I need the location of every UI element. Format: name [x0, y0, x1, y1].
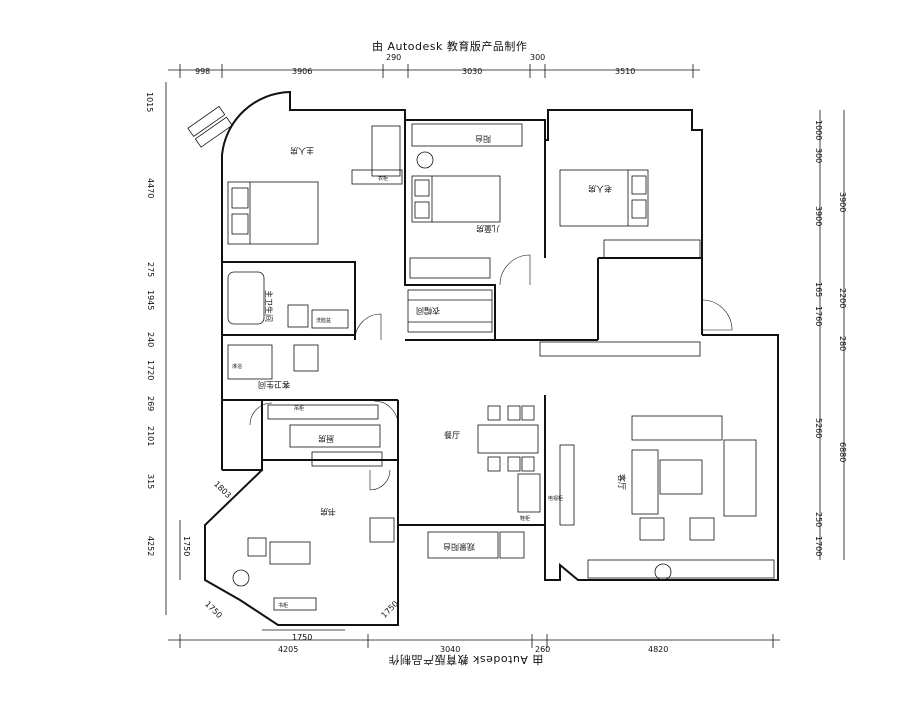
tv-cabinet	[559, 444, 575, 526]
dim-right-outer-1: 2200	[838, 288, 847, 308]
study-desk	[269, 541, 311, 565]
room-kids: 儿童房	[476, 224, 500, 234]
dim-right-7: 1700	[814, 536, 823, 556]
dim-right-2: 3900	[814, 206, 823, 226]
note-basin: 洗脸盆	[316, 317, 331, 324]
elderly-bed	[559, 169, 649, 227]
dim-left-2: 275	[146, 262, 155, 277]
north-wall	[221, 90, 546, 170]
dim-right-outer-2: 280	[838, 336, 847, 351]
dim-left-5: 1720	[146, 360, 155, 380]
dim-bottom-3: 260	[535, 645, 550, 654]
doors	[249, 254, 733, 491]
note-shoe-cabinet: 鞋柜	[520, 515, 530, 522]
room-dining: 餐厅	[444, 431, 460, 440]
note-bookcase: 书柜	[278, 602, 288, 609]
dim-right-3: 165	[814, 282, 823, 297]
dim-bottom-0: 4205	[278, 645, 298, 654]
dim-right-outer-3: 6880	[838, 442, 847, 462]
dim-bottom-2: 3040	[440, 645, 460, 654]
note-wardrobe: 衣柜	[378, 175, 388, 182]
dim-right-0: 1000	[814, 120, 823, 140]
dim-top-1: 3906	[292, 67, 312, 76]
sofa-top	[631, 415, 723, 441]
note-wall-cabinet: 吊柜	[294, 405, 304, 412]
room-master-bath: 主卫生间	[264, 290, 274, 322]
dim-left-3: 1945	[146, 290, 155, 310]
dim-left-0: 1015	[145, 92, 154, 112]
watermark-top: 由 Autodesk 教育版产品制作	[372, 40, 528, 53]
dim-left-7: 2101	[146, 426, 155, 446]
dim-right-5: 5260	[814, 418, 823, 438]
room-study: 书房	[320, 507, 336, 517]
dim-right-6: 250	[814, 512, 823, 527]
furniture	[187, 105, 775, 611]
room-master-bedroom: 主人房	[290, 146, 314, 156]
kids-bed	[411, 175, 501, 223]
bookcase	[273, 597, 317, 611]
dim-top-2: 290	[386, 53, 401, 62]
room-kitchen: 厨房	[318, 434, 334, 444]
master-bed	[227, 181, 319, 245]
dim-left-6: 269	[146, 396, 155, 411]
dim-bottom-1: 1750	[292, 633, 312, 642]
room-walk-in-closet: 衣帽间	[416, 306, 440, 316]
note-tv-cabinet: 电视柜	[548, 495, 563, 502]
dim-left-1: 4470	[146, 178, 155, 198]
dim-left-10: 1750	[182, 536, 191, 556]
dim-diag-0: 1803	[212, 479, 233, 500]
room-elderly: 老人房	[588, 184, 612, 194]
room-balcony: 阳台	[475, 134, 491, 144]
dim-left-4: 240	[146, 332, 155, 347]
dim-right-1: 300	[814, 148, 823, 163]
room-guest-bath: 客卫生间	[258, 380, 290, 390]
south-east-wall	[398, 334, 779, 581]
room-living: 客厅	[617, 474, 627, 490]
bottom-dimension-texts: 4205 1750 3040 260 4820	[278, 633, 668, 654]
dim-top-0: 998	[195, 67, 210, 76]
dining-table	[477, 424, 539, 454]
right-dimension-texts: 1000 300 3900 165 1760 5260 250 1700 390…	[814, 120, 847, 556]
dim-left-9: 4252	[146, 536, 155, 556]
room-labels: 主人房 阳台 儿童房 老人房 主卫生间 衣帽间 客卫生间 厨房 餐厅 客厅 书房…	[258, 134, 627, 552]
dim-top-5: 3510	[615, 67, 635, 76]
dim-left-8: 315	[146, 474, 155, 489]
walls	[204, 90, 779, 626]
diagonal-dimension-texts: 1803 1750 1750	[203, 479, 400, 620]
dim-top-4: 300	[530, 53, 545, 62]
bathtub	[227, 271, 265, 325]
sofa-right	[723, 439, 757, 517]
dim-top-3: 3030	[462, 67, 482, 76]
dim-bottom-4: 4820	[648, 645, 668, 654]
left-dimension-texts: 1015 4470 275 1945 240 1720 269 2101 315…	[145, 92, 191, 556]
note-shower: 淋浴	[232, 363, 242, 370]
study-octagon	[204, 459, 399, 626]
dim-diag-1: 1750	[203, 599, 224, 620]
top-dimension-texts: 998 3906 290 3030 300 3510	[195, 53, 635, 76]
dim-right-outer-0: 3900	[838, 192, 847, 212]
annotations: 衣柜 鞋柜 电视柜 书柜 淋浴 洗脸盆 吊柜	[232, 175, 563, 609]
dim-right-4: 1760	[814, 306, 823, 326]
room-viewing-balcony: 观景阳台	[443, 542, 475, 552]
